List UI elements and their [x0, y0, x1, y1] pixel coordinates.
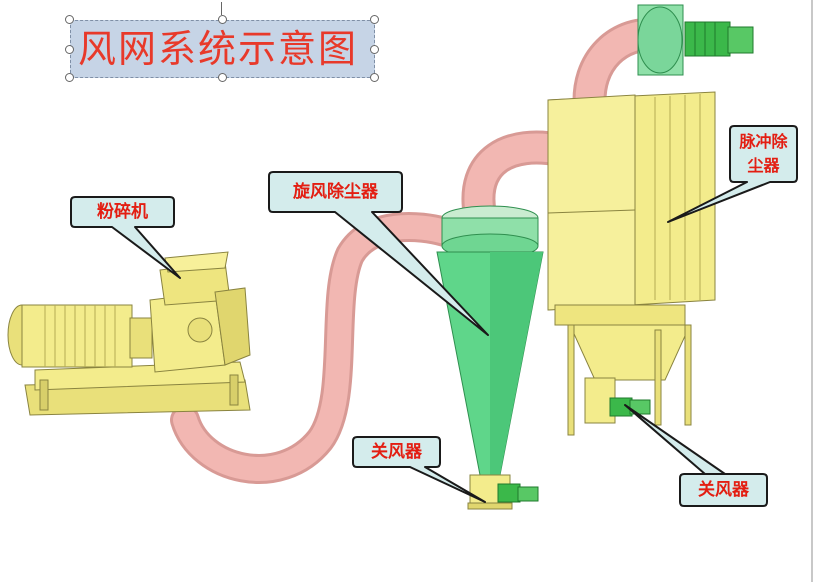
rotate-handle-stem [221, 2, 222, 15]
page-title: 风网系统示意图 [78, 27, 359, 71]
callout-airlock-left-label: 关风器 [371, 442, 422, 462]
callout-pulse-label-line2: 尘器 [747, 156, 780, 175]
cyclone-separator [436, 205, 544, 476]
induced-draft-fan [637, 4, 754, 76]
cyclone-airlock-valve [467, 474, 539, 510]
callout-airlock-right-shape [624, 404, 768, 507]
callout-crusher-label: 粉碎机 [97, 202, 148, 222]
callout-cyclone-label: 旋风除尘器 [293, 182, 378, 202]
resize-handle-bottom-right[interactable] [370, 73, 379, 82]
resize-handle-top-right[interactable] [370, 15, 379, 24]
callout-pulse-label-line1: 脉冲除 [739, 132, 788, 151]
resize-handle-bottom-left[interactable] [65, 73, 74, 82]
resize-handle-top-left[interactable] [65, 15, 74, 24]
resize-handle-top[interactable] [218, 15, 227, 24]
callout-airlock-left-shape [352, 436, 486, 503]
callout-crusher-shape [70, 196, 181, 279]
callout-airlock-right-label: 关风器 [698, 480, 749, 500]
crusher-machine [7, 251, 251, 416]
callout-shapes [70, 125, 798, 507]
resize-handle-right[interactable] [370, 45, 379, 54]
collector-airlock-valve [609, 397, 651, 417]
callout-pulse-shape [667, 125, 798, 223]
callout-cyclone-shape [268, 171, 489, 336]
resize-handle-left[interactable] [65, 45, 74, 54]
pulse-dust-collector [547, 91, 716, 436]
resize-handle-bottom[interactable] [218, 73, 227, 82]
